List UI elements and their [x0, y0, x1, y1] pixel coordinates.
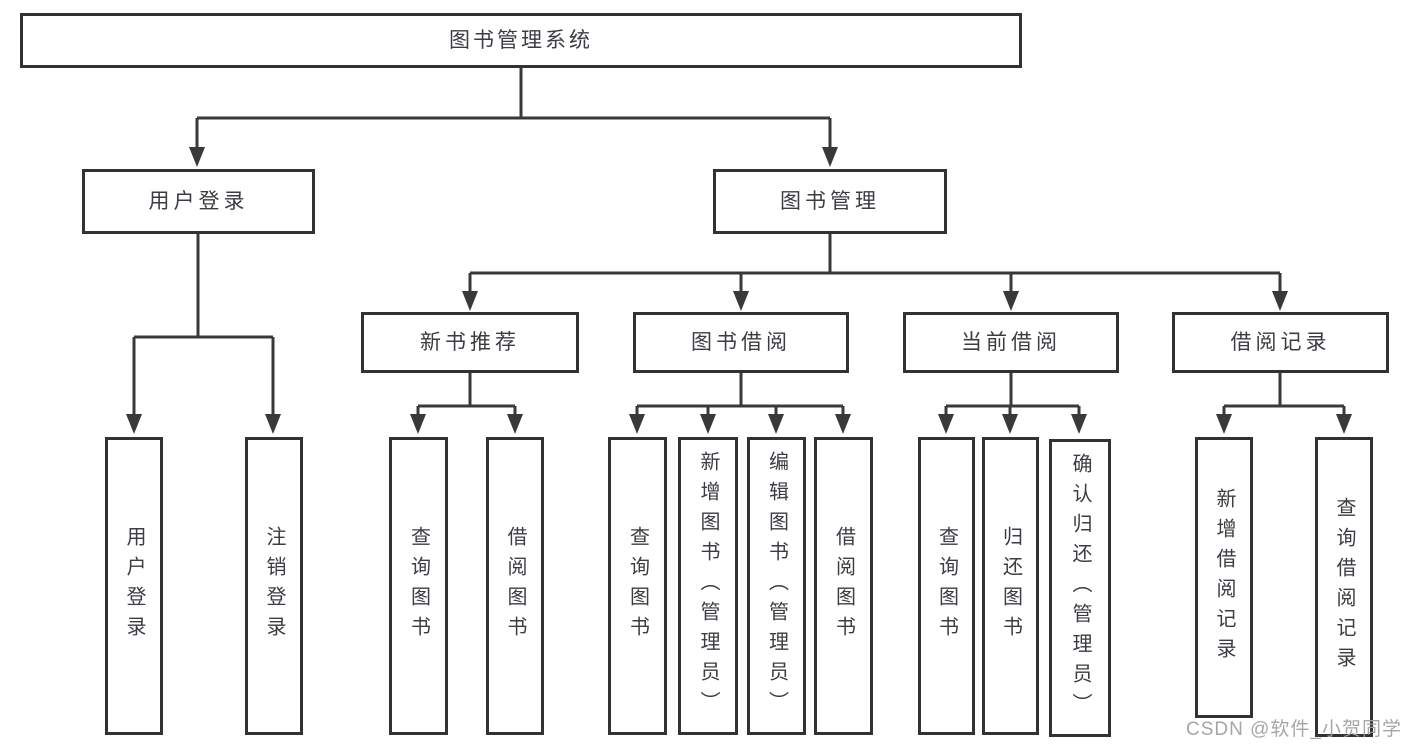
node-current-borrow: 当前借阅	[903, 312, 1119, 373]
node-user-login-label: 用户登录	[148, 189, 249, 213]
leaf-logout: 注销登录	[245, 437, 303, 735]
leaf-confirm-return-admin: 确认归还（管理员）	[1049, 439, 1111, 737]
leaf-query-book-borrow-label: 查询图书	[626, 526, 649, 646]
leaf-add-book-admin-label: 新增图书（管理员）	[697, 451, 719, 721]
watermark-text: CSDN @软件_小贺同学	[1186, 719, 1402, 740]
leaf-logout-label: 注销登录	[263, 526, 285, 646]
node-borrow-record: 借阅记录	[1172, 312, 1389, 373]
leaf-borrow-book-recommend-label: 借阅图书	[504, 526, 526, 646]
node-book-management-label: 图书管理	[780, 189, 880, 213]
leaf-query-borrow-record-label: 查询借阅记录	[1333, 497, 1355, 677]
leaf-return-book-label: 归还图书	[999, 526, 1022, 646]
node-new-book-recommend-label: 新书推荐	[420, 330, 520, 354]
leaf-user-login: 用户登录	[105, 437, 163, 735]
leaf-borrow-book: 借阅图书	[814, 437, 873, 735]
leaf-query-borrow-record: 查询借阅记录	[1315, 437, 1373, 737]
leaf-borrow-book-label: 借阅图书	[832, 526, 855, 646]
leaf-borrow-book-recommend: 借阅图书	[486, 437, 544, 735]
node-root-system: 图书管理系统	[20, 13, 1022, 68]
leaf-add-borrow-record-label: 新增借阅记录	[1213, 487, 1235, 668]
node-user-login: 用户登录	[82, 169, 315, 234]
leaf-edit-book-admin: 编辑图书（管理员）	[747, 437, 806, 735]
leaf-add-borrow-record: 新增借阅记录	[1195, 437, 1253, 718]
leaf-query-book-current: 查询图书	[918, 437, 975, 735]
leaf-query-book-recommend-label: 查询图书	[407, 526, 430, 646]
leaf-query-book-recommend: 查询图书	[389, 437, 448, 735]
leaf-query-book-current-label: 查询图书	[935, 526, 958, 646]
leaf-add-book-admin: 新增图书（管理员）	[678, 437, 738, 735]
node-book-management: 图书管理	[713, 169, 947, 234]
node-book-borrow-label: 图书借阅	[691, 330, 791, 354]
node-borrow-record-label: 借阅记录	[1230, 330, 1331, 354]
leaf-confirm-return-admin-label: 确认归还（管理员）	[1069, 453, 1091, 723]
node-root-label: 图书管理系统	[449, 28, 593, 52]
leaf-return-book: 归还图书	[982, 437, 1039, 735]
node-book-borrow: 图书借阅	[633, 312, 849, 373]
node-current-borrow-label: 当前借阅	[961, 330, 1061, 354]
leaf-query-book-borrow: 查询图书	[608, 437, 667, 735]
node-new-book-recommend: 新书推荐	[361, 312, 579, 373]
leaf-user-login-label: 用户登录	[123, 526, 145, 646]
leaf-edit-book-admin-label: 编辑图书（管理员）	[765, 451, 788, 721]
